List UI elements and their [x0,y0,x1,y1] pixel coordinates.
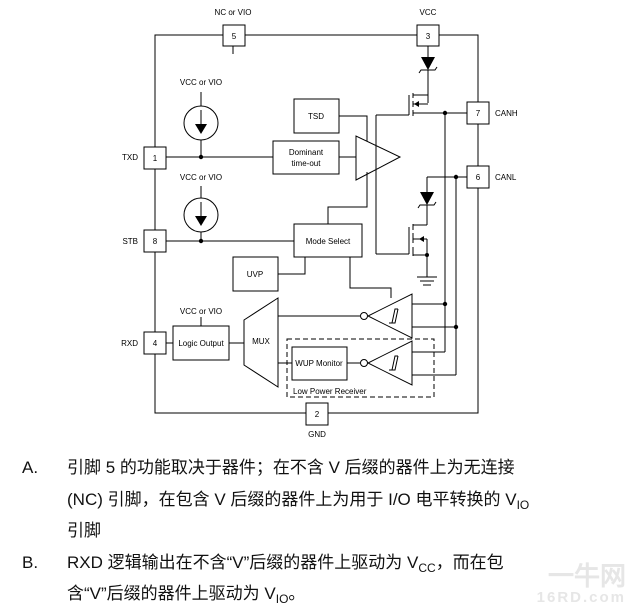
low-side-mosfet-icon [376,224,429,277]
pin5-label: NC or VIO [215,8,252,17]
receiver-comparator [366,293,413,339]
pin7-label: CANH [495,109,518,118]
hysteresis-icon [389,355,398,371]
pin2-label: GND [308,430,326,439]
subscript: CC [418,560,436,575]
note-line: RXD 逻辑输出在不含“V”后缀的器件上驱动为 VCC，而在包 [67,547,504,579]
mux-label: MUX [252,337,270,346]
pin7-box [466,101,490,125]
pin6-label: CANL [495,173,517,182]
wakeup-comparator [366,340,413,386]
note-text: 。 [288,584,306,603]
subscript: IO [275,592,289,606]
logic-output-label: Logic Output [178,339,224,348]
subscript: IO [516,497,530,512]
low-power-receiver-label: Low Power Receiver [293,387,367,396]
note-marker: B. [22,552,39,572]
low-power-receiver-group [286,338,435,398]
note-marker: A. [22,458,39,477]
pin1-number: 1 [153,154,158,163]
supply-label-1: VCC or VIO [180,78,222,87]
uvp-block [232,256,279,292]
current-source-icon [183,186,219,241]
mode-select-block [293,223,363,258]
dominant-label: Dominant [289,148,324,157]
pin8-label: STB [122,237,138,246]
note-text: RXD 逻辑输出在不含“V”后缀的器件上驱动为 V [67,552,419,572]
note-text: 含“V”后缀的器件上驱动为 V [67,584,276,603]
block-diagram: NC or VIO 5 VCC 3 7 CANH 6 CANL [121,8,518,439]
wup-monitor-label: WUP Monitor [295,359,343,368]
watermark-url: 16RD.com [536,589,626,606]
driver-amplifier [355,135,402,181]
note-line: 引脚 5 的功能取决于器件；在不含 V 后缀的器件上为无连接 [67,458,515,477]
tsd-label: TSD [308,112,324,121]
hysteresis-icon [389,308,398,324]
note-line: (NC) 引脚，在包含 V 后缀的器件上为用于 I/O 电平转换的 VIO [67,484,529,516]
supply-label-3: VCC or VIO [180,307,222,316]
watermark: 一牛网 16RD.com [536,561,626,609]
current-source-icon [183,92,219,157]
pin7-number: 7 [476,109,481,118]
mode-select-label: Mode Select [306,237,351,246]
tsd-block [293,98,340,134]
mux-block [243,297,279,388]
pin1-box [143,146,167,170]
supply-label-2: VCC or VIO [180,173,222,182]
pin5-box [222,24,246,47]
timeout-label: time-out [292,159,322,168]
footnotes: A. 引脚 5 的功能取决于器件；在不含 V 后缀的器件上为无连接 (NC) 引… [22,452,529,610]
low-side-diode-icon [417,177,437,225]
note-text: (NC) 引脚，在包含 V 后缀的器件上为用于 I/O 电平转换的 V [67,489,517,509]
pin4-label: RXD [121,339,138,348]
pin6-number: 6 [476,173,481,182]
pin4-number: 4 [153,339,158,348]
pin8-number: 8 [153,237,158,246]
note-a: A. 引脚 5 的功能取决于器件；在不含 V 后缀的器件上为无连接 (NC) 引… [22,452,529,547]
note-line: 含“V”后缀的器件上驱动为 VIO。 [67,578,504,610]
note-b: B. RXD 逻辑输出在不含“V”后缀的器件上驱动为 VCC，而在包 含“V”后… [22,547,529,610]
dominant-timeout-block [272,140,340,175]
note-text: ，而在包 [435,552,504,572]
pin2-box [305,402,329,426]
note-line: 引脚 [67,521,101,540]
pin5-number: 5 [232,32,237,41]
high-side-diode-icon [418,46,438,103]
logic-output-block [172,325,230,361]
pin1-label: TXD [122,153,138,162]
ground-icon [417,276,437,286]
pin2-number: 2 [315,410,320,419]
pin3-number: 3 [426,32,431,41]
pin3-label: VCC [420,8,437,17]
uvp-label: UVP [247,270,263,279]
watermark-logo: 一牛网 [547,561,626,591]
